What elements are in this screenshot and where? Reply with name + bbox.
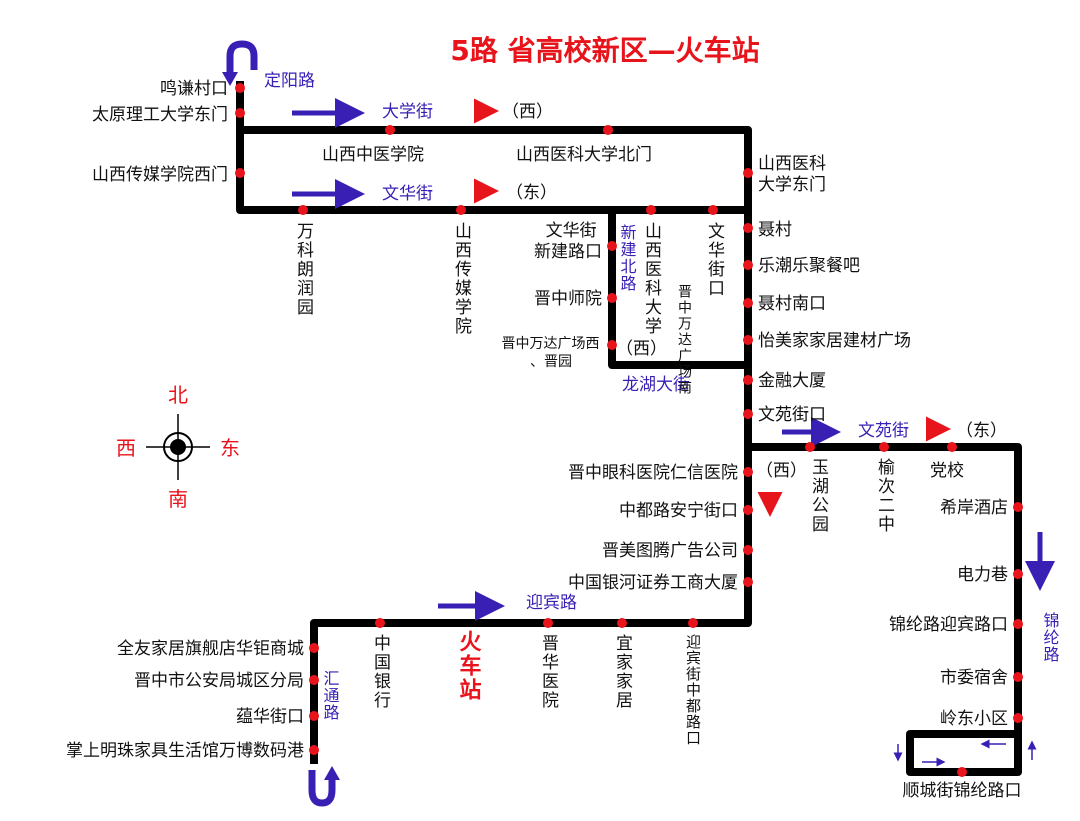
stop-shuncheng: 顺城街锦纶路口 — [903, 781, 1022, 801]
stop-jinrong: 金融大厦 — [758, 371, 826, 391]
stop-eye-hospital: 晋中眼科医院仁信医院 — [568, 463, 738, 483]
stop-wenhua-xinjian-l1: 文华街 — [546, 221, 597, 241]
stop-jinzhong-normal: 晋中师院 — [534, 289, 602, 309]
stop-xian-hotel: 希岸酒店 — [940, 498, 1008, 518]
compass-north: 北 — [168, 383, 188, 407]
stop-yike-east-l1: 山西医科 — [758, 154, 826, 174]
stop-wenhua-xinjian-l2: 新建路口 — [534, 242, 602, 262]
stop-yuci-2: 榆次二中 — [874, 458, 895, 534]
stop-jinlun-yingbin: 锦纶路迎宾路口 — [889, 615, 1008, 635]
stop-shiwei: 市委宿舍 — [940, 668, 1008, 688]
stop-quanyou: 全友家居旗舰店华钜商城 — [117, 639, 304, 659]
stop-lingdong: 岭东小区 — [940, 709, 1008, 729]
stop-wanda-west: 晋中万达广场西 、晋园 — [502, 336, 604, 370]
stop-bank-china: 中国银行 — [370, 634, 391, 710]
stop-wenhua-kou: 文华街口 — [704, 222, 725, 298]
compass-west: 西 — [116, 436, 136, 460]
stop-wanda-south: 晋中万达广场南 — [676, 284, 692, 396]
road-dingyang: 定阳路 — [264, 71, 315, 91]
stop-yingbin-zhongdu: 迎宾街中都路口 — [684, 634, 702, 746]
stop-niecun-south: 聂村南口 — [758, 294, 826, 314]
stop-wenyuan-kou: 文苑街口 — [758, 405, 826, 425]
road-wenyuan: 文苑街 — [858, 421, 909, 441]
stop-wanda-west-l2: 、晋园 — [530, 354, 572, 370]
dir-label-xinjian: （西） — [616, 339, 667, 359]
stop-dots — [235, 83, 1023, 777]
dir-label-wenyuan: （东） — [956, 421, 1007, 441]
compass-icon — [146, 414, 210, 480]
stop-chuanmei-west: 山西传媒学院西门 — [92, 165, 228, 185]
stop-taili: 太原理工大学东门 — [92, 105, 228, 125]
stop-yike-east-l2: 大学东门 — [758, 175, 826, 195]
stop-yunhua: 蕴华街口 — [236, 707, 304, 727]
dir-label-jinzhong: （西） — [756, 461, 807, 481]
stop-mingqian: 鸣谦村口 — [160, 79, 228, 99]
map-title: 5路 省高校新区—火车站 — [450, 34, 759, 67]
stop-yijia: 宜家家居 — [612, 634, 633, 710]
road-yingbin: 迎宾路 — [526, 593, 577, 613]
road-huirun: 汇通路 — [321, 670, 340, 721]
compass-east: 东 — [220, 436, 240, 460]
road-wenhua: 文华街 — [382, 184, 433, 204]
stop-yuhu: 玉湖公园 — [808, 458, 829, 534]
stop-dangxiao: 党校 — [930, 461, 964, 481]
stop-lechao: 乐潮乐聚餐吧 — [758, 256, 860, 276]
stop-niecun: 聂村 — [758, 220, 792, 240]
stop-yinhe: 中国银河证券工商大厦 — [568, 573, 738, 593]
uturn-top-icon — [222, 40, 258, 86]
stop-dianli: 电力巷 — [957, 565, 1008, 585]
stop-police: 晋中市公安局城区分局 — [134, 671, 304, 691]
stop-wanda-west-l1: 晋中万达广场西 — [502, 336, 600, 352]
road-daxue: 大学街 — [382, 102, 433, 122]
stop-zhongdu-anning: 中都路安宁街口 — [619, 501, 738, 521]
stop-yike-east: 山西医科 大学东门 — [758, 154, 831, 195]
stop-zhangshang: 掌上明珠家具生活馆万博数码港 — [66, 741, 304, 761]
dir-label-daxue: （西） — [502, 102, 553, 122]
road-longhu: 龙湖大街 — [622, 375, 690, 395]
stop-wanke: 万科朗润园 — [293, 222, 314, 317]
stop-chuanmei: 山西传媒学院 — [451, 222, 472, 336]
stop-zhongyi: 山西中医学院 — [322, 145, 424, 165]
stop-jinmei: 晋美图腾广告公司 — [602, 541, 738, 561]
stop-yike-north: 山西医科大学北门 — [516, 145, 652, 165]
stop-yike-xinjian: 山西医科大学 — [641, 222, 662, 336]
stop-wenhua-xinjian: 文华街 新建路口 — [534, 221, 602, 262]
stop-train-station: 火车站 — [456, 630, 482, 702]
stop-yimei: 怡美家家居建材广场 — [758, 331, 911, 351]
road-xinjianbei: 新建北路 — [618, 224, 637, 292]
compass-south: 南 — [168, 487, 188, 511]
dir-label-wenhua: （东） — [506, 183, 557, 203]
stop-jinhua-hospital: 晋华医院 — [538, 634, 559, 710]
uturn-bottom-icon — [308, 766, 340, 807]
road-jinlun: 锦纶路 — [1041, 612, 1060, 663]
